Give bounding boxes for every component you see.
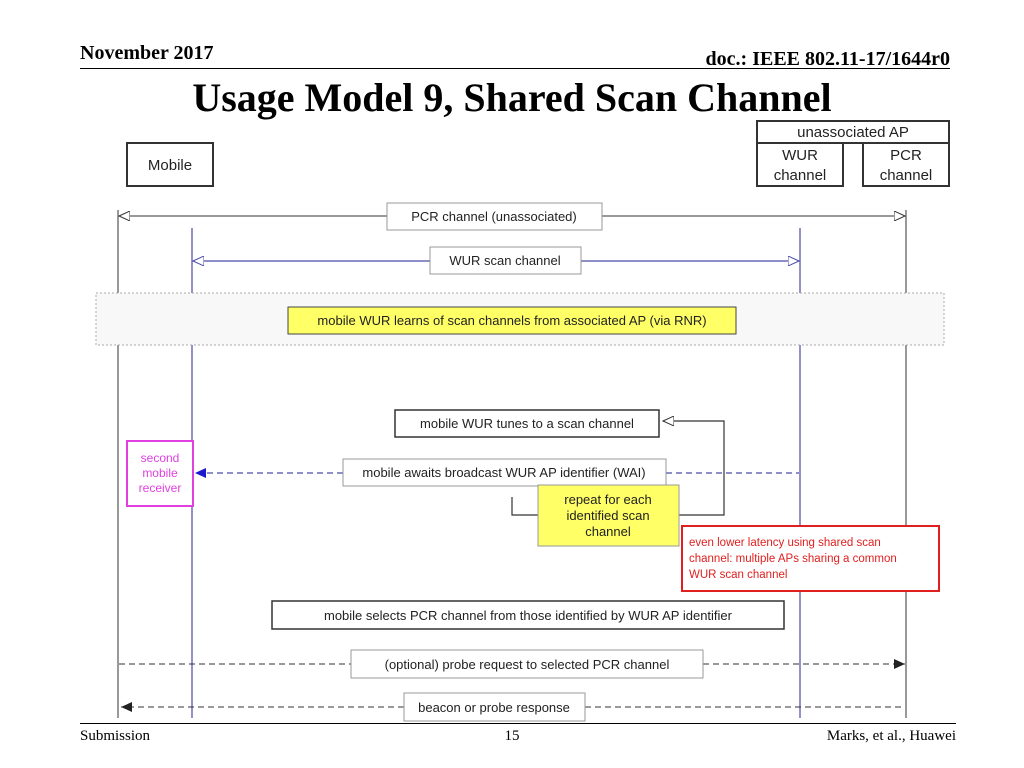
svg-text:channel: multiple APs sharing: channel: multiple APs sharing a common bbox=[689, 553, 897, 565]
footer-page-number: 15 bbox=[504, 728, 520, 744]
svg-text:receiver: receiver bbox=[139, 481, 182, 495]
page-title: Usage Model 9, Shared Scan Channel bbox=[192, 75, 832, 120]
svg-text:second: second bbox=[141, 451, 180, 465]
mobile-label: Mobile bbox=[148, 157, 192, 174]
svg-text:beacon or probe response: beacon or probe response bbox=[418, 700, 570, 715]
second-receiver-box: second mobile receiver bbox=[126, 440, 194, 507]
svg-text:mobile awaits broadcast WUR AP: mobile awaits broadcast WUR AP identifie… bbox=[362, 465, 645, 480]
svg-text:channel: channel bbox=[585, 524, 631, 539]
repeat-box: repeat for each identified scan channel bbox=[537, 484, 680, 547]
selects-box: mobile selects PCR channel from those id… bbox=[271, 600, 785, 630]
pcr-unassociated-box: PCR channel (unassociated) bbox=[386, 202, 603, 231]
svg-text:mobile: mobile bbox=[142, 466, 178, 480]
svg-text:WUR scan channel: WUR scan channel bbox=[449, 253, 560, 268]
header-doc-id: doc.: IEEE 802.11-17/1644r0 bbox=[705, 48, 950, 70]
loop-connector-left bbox=[511, 497, 538, 516]
ap-actor-box: unassociated AP WUR channel PCR channel bbox=[756, 120, 950, 187]
ap-label: unassociated AP bbox=[797, 124, 909, 141]
header-date: November 2017 bbox=[80, 42, 214, 64]
footer-authors: Marks, et al., Huawei bbox=[826, 728, 956, 744]
svg-text:PCR channel (unassociated): PCR channel (unassociated) bbox=[411, 209, 576, 224]
svg-text:repeat for each: repeat for each bbox=[564, 492, 651, 507]
wur-channel-label-2: channel bbox=[774, 167, 827, 184]
svg-text:mobile WUR learns of scan chan: mobile WUR learns of scan channels from … bbox=[317, 313, 706, 328]
svg-text:(optional) probe request to se: (optional) probe request to selected PCR… bbox=[385, 657, 670, 672]
footer-submission: Submission bbox=[80, 728, 151, 744]
learn-scan-box: mobile WUR learns of scan channels from … bbox=[287, 306, 737, 335]
lower-latency-box: even lower latency using shared scan cha… bbox=[681, 525, 940, 592]
probe-request-box: (optional) probe request to selected PCR… bbox=[350, 649, 704, 679]
wur-scan-box: WUR scan channel bbox=[429, 246, 582, 275]
svg-text:identified scan: identified scan bbox=[566, 508, 649, 523]
svg-text:mobile selects PCR channel fro: mobile selects PCR channel from those id… bbox=[324, 608, 733, 623]
svg-text:mobile WUR tunes to a scan cha: mobile WUR tunes to a scan channel bbox=[420, 416, 634, 431]
wur-channel-label-1: WUR bbox=[782, 147, 818, 164]
pcr-channel-label-2: channel bbox=[880, 167, 933, 184]
pcr-channel-label-1: PCR bbox=[890, 147, 922, 164]
svg-text:WUR scan channel: WUR scan channel bbox=[689, 569, 787, 581]
awaits-box: mobile awaits broadcast WUR AP identifie… bbox=[342, 458, 667, 487]
beacon-box: beacon or probe response bbox=[403, 692, 586, 722]
mobile-actor-box: Mobile bbox=[126, 142, 214, 187]
svg-text:even lower latency using share: even lower latency using shared scan bbox=[689, 537, 881, 549]
header-rule bbox=[80, 68, 950, 69]
footer-rule bbox=[80, 723, 956, 724]
tunes-box: mobile WUR tunes to a scan channel bbox=[394, 409, 660, 438]
